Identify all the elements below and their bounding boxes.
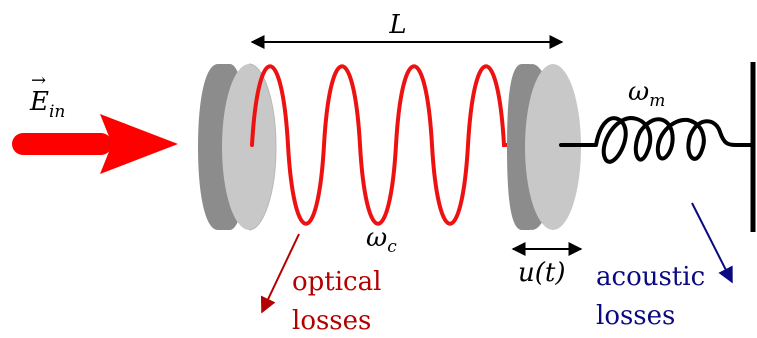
optical-losses-label-line2: losses (292, 306, 371, 336)
optical-losses-label-line1: optical (292, 267, 381, 297)
mechanical-frequency-label: ωm (628, 77, 665, 111)
input-laser-beam (12, 114, 178, 174)
displacement-label: u(t) (518, 258, 565, 288)
input-field-vector-arrow: → (31, 70, 46, 91)
optical-losses-arrow (260, 233, 300, 314)
acoustic-losses-label-line1: acoustic (596, 262, 705, 292)
input-field-label: Ein (29, 87, 65, 122)
cavity-length-label: L (388, 10, 406, 40)
cavity-frequency-label: ωc (366, 223, 397, 257)
right-mirror (507, 64, 581, 230)
mechanical-spring (559, 116, 754, 164)
cavity-standing-wave (250, 64, 516, 226)
acoustic-losses-arrow (691, 202, 733, 284)
left-mirror (198, 63, 277, 231)
acoustic-losses-label-line2: losses (596, 301, 675, 331)
